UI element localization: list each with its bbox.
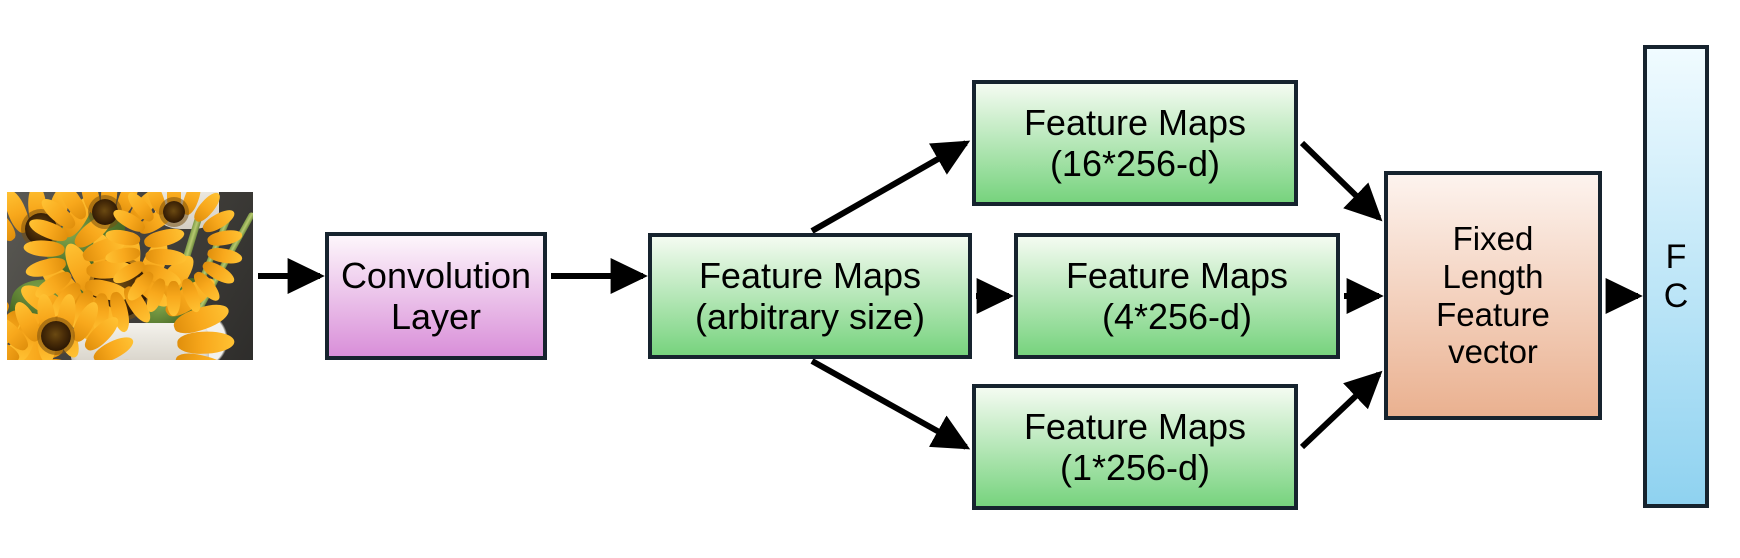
node-line: Layer <box>390 296 482 337</box>
arrow-1x256d-to-fixed-vector <box>1299 370 1383 450</box>
arrow-feature-maps-to-16x256d <box>810 140 971 234</box>
feature-maps-16x256d-box[interactable]: Feature Maps (16*256-d) <box>972 80 1298 206</box>
node-line: Feature Maps <box>1023 405 1247 447</box>
feature-maps-4x256d-box[interactable]: Feature Maps (4*256-d) <box>1014 233 1340 359</box>
node-line: F <box>1665 237 1687 276</box>
node-line: Feature Maps <box>1023 101 1247 143</box>
node-line: Length <box>1442 257 1544 295</box>
node-line: Feature <box>1436 295 1550 333</box>
node-line: (1*256-d) <box>1059 447 1211 488</box>
node-line: Convolution <box>340 254 532 296</box>
node-line: (4*256-d) <box>1101 296 1253 337</box>
sunflower-center <box>163 201 186 224</box>
sunflower-center <box>41 321 72 352</box>
convolution-layer-box[interactable]: Convolution Layer <box>325 232 547 360</box>
node-line: Feature Maps <box>698 254 922 296</box>
node-line: Feature Maps <box>1065 254 1289 296</box>
arrow-feature-maps-to-1x256d <box>810 358 971 450</box>
node-line: (16*256-d) <box>1049 143 1221 184</box>
fixed-length-feature-vector-box[interactable]: Fixed Length Feature vector <box>1384 171 1602 420</box>
node-line: C <box>1663 276 1689 315</box>
node-line: (arbitrary size) <box>694 296 926 337</box>
arrow-16x256d-to-fixed-vector <box>1299 140 1383 222</box>
feature-maps-1x256d-box[interactable]: Feature Maps (1*256-d) <box>972 384 1298 510</box>
feature-maps-arbitrary-box[interactable]: Feature Maps (arbitrary size) <box>648 233 972 359</box>
sunflowers-photo <box>7 192 253 360</box>
node-line: vector <box>1448 333 1538 371</box>
node-line: Fixed <box>1452 220 1534 258</box>
fc-layer-box[interactable]: F C <box>1643 45 1709 508</box>
